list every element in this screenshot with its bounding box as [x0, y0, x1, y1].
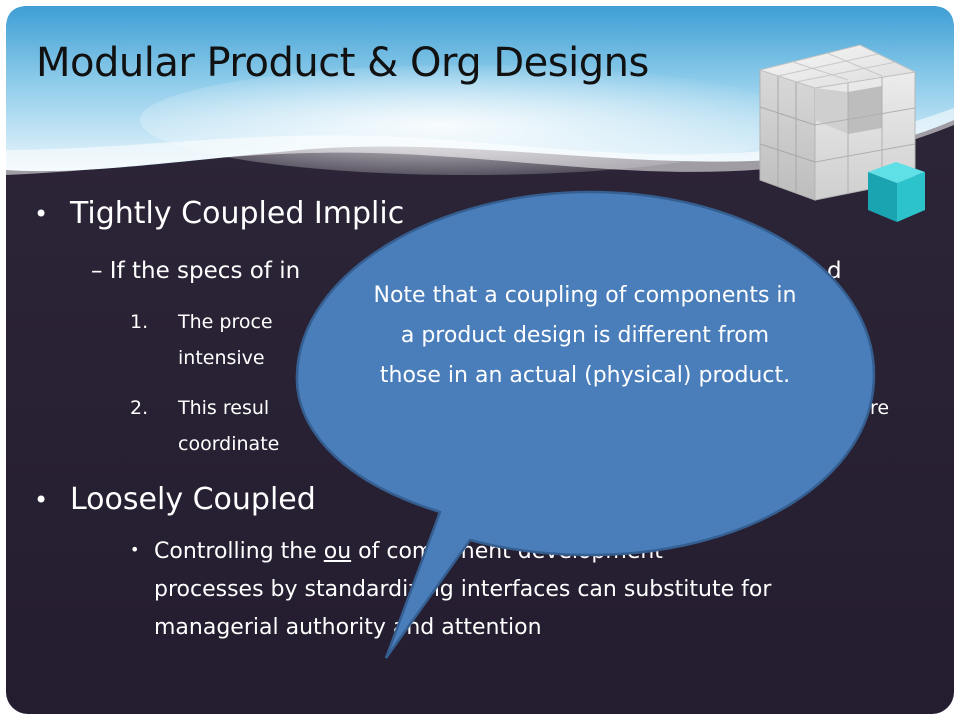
bullet-dot: • — [34, 486, 49, 514]
item-1-line-2: intensive — [178, 347, 265, 369]
slide-title: Modular Product & Org Designs — [36, 40, 649, 86]
subbullet-dot: • — [130, 540, 140, 559]
bullet-tightly-coupled: Tightly Coupled Implic — [70, 196, 405, 231]
controlling-text-underlined: ou — [323, 539, 352, 564]
subbullet-controlling-line-2: processes by standardizing interfaces ca… — [154, 577, 772, 602]
item-1-number: 1. — [130, 311, 149, 333]
bullet-loosely-coupled: Loosely Coupled — [70, 482, 316, 517]
item-2-line-1: This resul — [178, 397, 270, 419]
callout-text: Note that a coupling of components in a … — [373, 283, 797, 388]
item-2-line-2: coordinate — [178, 433, 280, 455]
controlling-text-pre: Controlling the — [154, 539, 324, 564]
bullet-dot: • — [34, 200, 49, 228]
subbullet-controlling-line-3: managerial authority and attention — [154, 615, 542, 640]
item-1-line-1: The proce — [178, 311, 273, 333]
item-2-line-1-tail: re — [870, 397, 890, 419]
item-2-number: 2. — [130, 397, 149, 419]
subbullet-if-specs: – If the specs of in — [91, 258, 301, 284]
cube-icon — [758, 44, 925, 222]
